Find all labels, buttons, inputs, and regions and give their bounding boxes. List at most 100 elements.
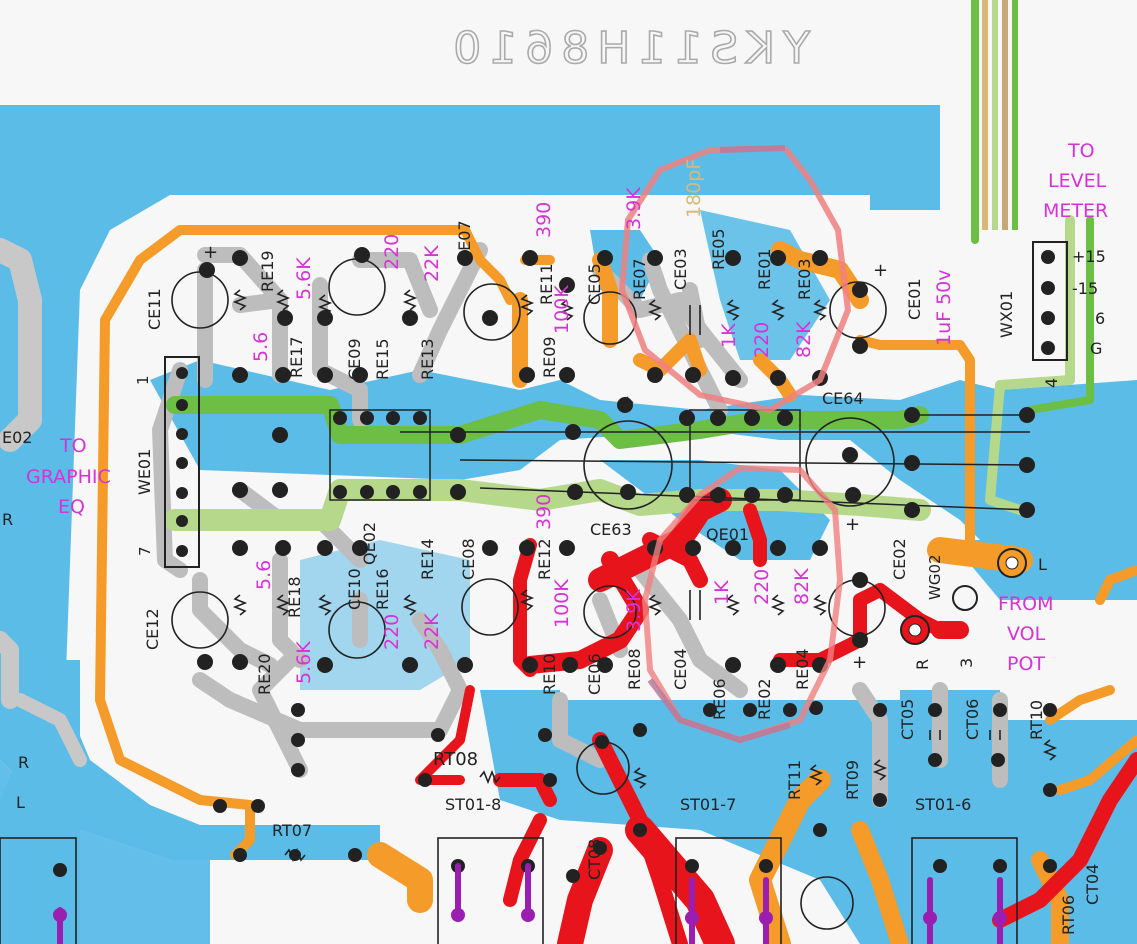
silk-re17: RE17 bbox=[287, 336, 306, 378]
silk-qe02: QE02 bbox=[360, 522, 379, 565]
silk-re11: RE11 bbox=[537, 263, 556, 305]
silk-rt07: RT07 bbox=[272, 821, 312, 840]
upper-ce01-value: 1uF 50v bbox=[933, 269, 955, 346]
silk-ce06: CE06 bbox=[585, 653, 604, 695]
we01-pin-first: 1 bbox=[134, 375, 152, 385]
silk-rt06: RT06 bbox=[1059, 895, 1078, 935]
silk-re18: RE18 bbox=[285, 576, 304, 618]
resistor-symbols bbox=[232, 289, 1058, 863]
annotations: TO LEVEL METER TO GRAPHIC EQ FROM VOL PO… bbox=[26, 140, 1108, 770]
silk-ce08: CE08 bbox=[459, 538, 478, 580]
upper-5-6: 5.6 bbox=[250, 332, 272, 362]
silk-re04: RE04 bbox=[793, 648, 812, 690]
purple-pads bbox=[53, 908, 1007, 925]
upper-1k: 1K bbox=[718, 323, 740, 348]
to-graphic-eq-line1: TO bbox=[59, 435, 87, 457]
board-code: YKS11H8610 bbox=[444, 22, 811, 75]
upper-390: 390 bbox=[533, 202, 555, 238]
silk-re08: RE08 bbox=[625, 648, 644, 690]
silk-ce01: CE01 bbox=[905, 278, 924, 320]
lower-220b: 220 bbox=[751, 569, 773, 605]
silk-re03: RE03 bbox=[795, 258, 814, 300]
silk-st01-8: ST01-8 bbox=[445, 795, 501, 814]
upper-220b: 220 bbox=[751, 322, 773, 358]
silk-e02: E02 bbox=[2, 428, 32, 447]
to-graphic-eq-line2: GRAPHIC bbox=[26, 466, 111, 488]
upper-220: 220 bbox=[381, 234, 403, 270]
upper-22k: 22K bbox=[421, 245, 443, 282]
connector-wg02: L R 3 WG02 bbox=[900, 548, 1047, 670]
upper-3-9k: 3.9K bbox=[623, 187, 645, 230]
silk-ce07: CE07 bbox=[455, 220, 474, 262]
to-level-meter-line3: METER bbox=[1043, 200, 1108, 222]
wg02-label: WG02 bbox=[926, 554, 944, 600]
silk-re20: RE20 bbox=[255, 653, 274, 695]
silk-ce11: CE11 bbox=[145, 288, 164, 330]
board-code-text: YKS11H8610 bbox=[445, 23, 811, 74]
lower-5-6k: 5.6K bbox=[293, 641, 315, 684]
from-vol-pot-line2: VOL bbox=[1007, 623, 1046, 645]
silk-re12: RE12 bbox=[535, 538, 554, 580]
wx01-label: WX01 bbox=[997, 291, 1016, 338]
silk-re06: RE06 bbox=[710, 678, 729, 720]
wg02-pin3-label: 3 bbox=[957, 658, 976, 668]
wx01-pin4-label: G bbox=[1090, 339, 1102, 358]
silk-re10: RE10 bbox=[540, 653, 559, 695]
pads bbox=[53, 247, 1057, 883]
upper-180p: 180pF bbox=[683, 159, 705, 218]
silk-re15: RE15 bbox=[373, 338, 392, 380]
lower-5-6: 5.6 bbox=[253, 560, 275, 590]
silk-re16: RE16 bbox=[373, 568, 392, 610]
lower-82k: 82K bbox=[791, 568, 813, 605]
silk-plus-3: + bbox=[873, 260, 888, 281]
silk-plus-2: + bbox=[845, 514, 860, 535]
silk-ct04: CT04 bbox=[1083, 864, 1102, 905]
silk-ct05: CT05 bbox=[898, 699, 917, 740]
silk-ct08: CT08 bbox=[585, 839, 604, 880]
silk-re02: RE02 bbox=[755, 678, 774, 720]
lower-100k: 100K bbox=[551, 579, 573, 628]
wg02-l-label: L bbox=[1038, 555, 1047, 574]
silk-ce63: CE63 bbox=[590, 520, 632, 539]
silk-re01: RE01 bbox=[755, 248, 774, 290]
silk-re19: RE19 bbox=[258, 250, 277, 292]
upper-82k: 82K bbox=[793, 321, 815, 358]
silk-ce04: CE04 bbox=[671, 648, 690, 690]
we01-pin-last: 7 bbox=[136, 546, 154, 556]
silk-re05: RE05 bbox=[709, 228, 728, 270]
lower-1k: 1K bbox=[711, 580, 733, 605]
from-vol-pot-line1: FROM bbox=[998, 593, 1053, 615]
wire-bundle bbox=[982, 0, 1018, 230]
lower-220: 220 bbox=[381, 614, 403, 650]
silk-plus-5: + bbox=[852, 652, 867, 673]
highlight-circles bbox=[618, 145, 852, 744]
lower-3-9k: 3.9K bbox=[623, 589, 645, 632]
connector-we01: 1 WE01 7 bbox=[134, 356, 200, 568]
silk-left-l: L bbox=[16, 793, 25, 812]
to-level-meter-line1: TO bbox=[1067, 140, 1095, 162]
silk-ce10: CE10 bbox=[345, 568, 364, 610]
silk-left-r2: R bbox=[18, 753, 29, 772]
wg02-r-label: R bbox=[913, 659, 932, 670]
wx01-pin2-label: -15 bbox=[1072, 279, 1098, 298]
silk-ct06: CT06 bbox=[963, 699, 982, 740]
silk-ce02: CE02 bbox=[890, 538, 909, 580]
silk-rt11: RT11 bbox=[785, 760, 804, 800]
silkscreen: RE19 RE17 CE09 RE15 RE13 CE07 RE11 RE09 … bbox=[2, 220, 1102, 935]
lower-390: 390 bbox=[533, 494, 555, 530]
silk-left-r: R bbox=[2, 510, 13, 529]
silk-rt10: RT10 bbox=[1027, 700, 1046, 740]
silk-ce05: CE05 bbox=[585, 263, 604, 305]
bottom-connectors bbox=[0, 837, 1018, 944]
upper-100k: 100K bbox=[551, 285, 573, 334]
silk-qe01: QE01 bbox=[706, 525, 749, 544]
lower-22k: 22K bbox=[421, 613, 443, 650]
connector-wx01: +15 -15 6 G WX01 4 bbox=[997, 241, 1106, 388]
from-vol-pot-line3: POT bbox=[1007, 653, 1045, 675]
silk-ce03: CE03 bbox=[671, 248, 690, 290]
silk-ce09: CE09 bbox=[345, 338, 364, 380]
silk-re07: RE07 bbox=[630, 258, 649, 300]
silk-ce64: CE64 bbox=[822, 389, 864, 408]
we01-label: WE01 bbox=[135, 449, 154, 495]
